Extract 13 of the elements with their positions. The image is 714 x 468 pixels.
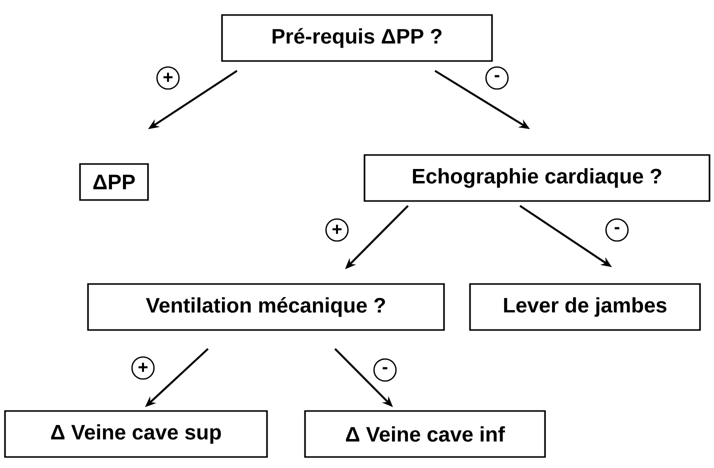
- decision-box: Ventilation mécanique ?: [87, 283, 445, 331]
- decision-box: ΔPP: [79, 163, 149, 201]
- decision-box: Lever de jambes: [469, 283, 701, 331]
- decision-box: Echographie cardiaque ?: [364, 154, 710, 202]
- edge-label: +: [156, 66, 180, 90]
- decision-box: Δ Veine cave inf: [304, 410, 546, 458]
- edge-label: +: [131, 356, 155, 380]
- edge-label: +: [325, 218, 349, 242]
- edge-label: -: [605, 218, 629, 242]
- edge-label: -: [485, 66, 509, 90]
- decision-box: Δ Veine cave sup: [4, 410, 268, 458]
- decision-box: Pré-requis ΔPP ?: [221, 14, 493, 62]
- edge-label: -: [373, 358, 397, 382]
